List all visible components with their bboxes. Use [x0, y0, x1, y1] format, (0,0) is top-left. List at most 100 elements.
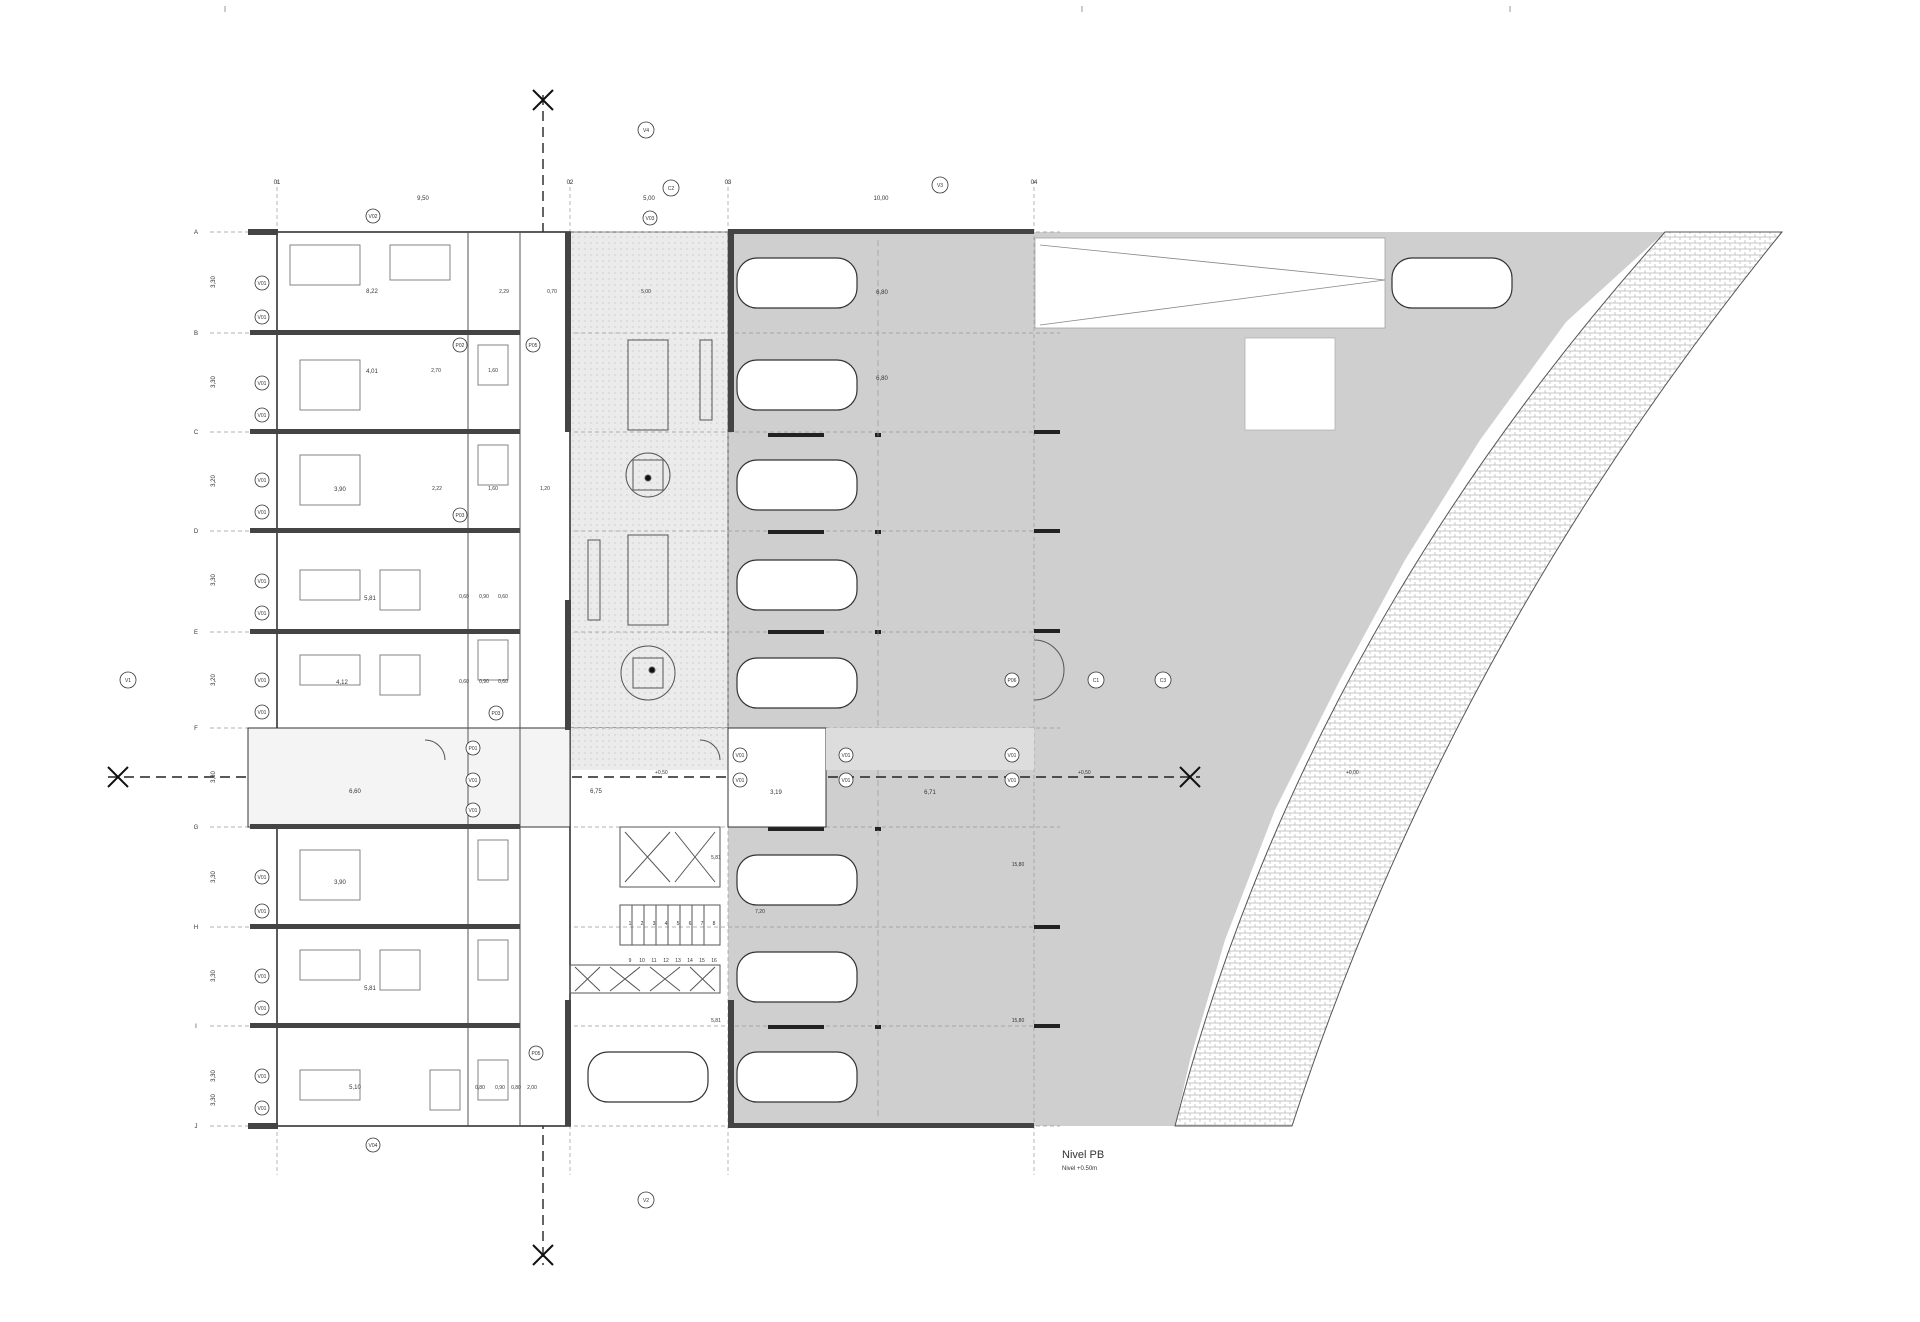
window-tag-label: P03: [456, 513, 465, 519]
section-marker-label: V4: [643, 128, 649, 134]
interior-dimension: 0,90: [495, 1085, 505, 1091]
row-height-dimension: 3,30: [211, 1094, 217, 1106]
parking-width-dimension: 6,80: [876, 290, 888, 296]
top-span-dimensions: 9,50 5,00 10,00: [417, 196, 889, 202]
window-tag-label: V01: [258, 315, 267, 321]
patio-planters: [587, 339, 713, 701]
level-mark: +0,00: [1346, 770, 1359, 776]
room-width-dimension: 8,22: [366, 289, 378, 295]
row-height-dimension: 3,20: [211, 674, 217, 686]
window-tag: V02: [365, 208, 381, 224]
car: [736, 257, 858, 309]
window-tag-label: V02: [369, 214, 378, 220]
stair-step-number: 13: [675, 958, 681, 964]
window-tag-label: P02: [456, 343, 465, 349]
window-tag-label: V01: [1008, 753, 1017, 759]
window-door-tags: V01V01V01V01V01V01V01V01V01V01V01V01V01V…: [254, 208, 1020, 1153]
level-mark: +0,50: [655, 770, 668, 776]
interior-dimension: 1,60: [488, 486, 498, 492]
row-axis-label: E: [194, 630, 198, 636]
window-tag-label: P03: [492, 711, 501, 717]
stair-step-number: 12: [663, 958, 669, 964]
row-axis-label: I: [195, 1024, 197, 1030]
level-subtitle: Nivel +0.50m: [1062, 1166, 1097, 1172]
car: [736, 359, 858, 411]
curved-paving-strip: [1174, 231, 1784, 1127]
room-width-dimension: 5,81: [364, 596, 376, 602]
window-tag: V01: [254, 504, 270, 520]
window-tag: V01: [838, 772, 854, 788]
row-height-dimension: 3,20: [211, 475, 217, 487]
window-tag: V03: [642, 210, 658, 226]
window-tag-label: V01: [258, 678, 267, 684]
stair-block: [569, 826, 721, 994]
window-tag-label: V01: [842, 753, 851, 759]
corridor-width-dimension: 6,71: [924, 790, 936, 796]
window-tag: P05: [528, 1045, 544, 1061]
interior-dimension: 0,60: [498, 679, 508, 685]
side-dimension: 7,20: [755, 909, 765, 915]
corridor-width-dimension: 3,19: [770, 790, 782, 796]
window-tag: V01: [254, 1000, 270, 1016]
section-marker-label: V3: [937, 183, 943, 189]
doors: [424, 639, 1065, 761]
column-axis-label: 02: [567, 180, 574, 186]
parking-width-dimension: 6,80: [876, 376, 888, 382]
section-marker-label: V1: [125, 678, 131, 684]
central-patio: [569, 231, 729, 770]
top-span-dimension: 5,00: [643, 196, 655, 202]
section-marker-label: V2: [643, 1198, 649, 1204]
window-tag: V01: [254, 375, 270, 391]
car: [1391, 257, 1513, 309]
interior-dimension: 2,29: [499, 289, 509, 295]
window-tag-label: P05: [529, 343, 538, 349]
stair-step-number: 2: [641, 921, 644, 927]
window-tag: P06: [1004, 672, 1020, 688]
room-width-dimension: 4,01: [366, 369, 378, 375]
stair-step-number: 1: [629, 921, 632, 927]
section-marker: C3: [1154, 671, 1172, 689]
stair-step-number: 5: [677, 921, 680, 927]
top-span-dimension: 9,50: [417, 196, 429, 202]
row-height-dimension: 3,30: [211, 970, 217, 982]
window-tag: V01: [254, 1068, 270, 1084]
row-axis-label: B: [194, 331, 198, 337]
room-width-dimension: 4,12: [336, 680, 348, 686]
stair-step-number: 6: [689, 921, 692, 927]
window-tag-label: V01: [258, 478, 267, 484]
row-height-dimension: 3,30: [211, 574, 217, 586]
window-tag: V01: [465, 802, 481, 818]
window-tag: V01: [254, 968, 270, 984]
room-width-dimensions: 8,224,013,905,814,126,603,905,815,10: [334, 289, 378, 1091]
corridor-width-dimensions: 6,713,196,75: [590, 789, 936, 796]
section-marker: V4: [637, 121, 655, 139]
window-tag-label: V01: [1008, 778, 1017, 784]
interior-dimension: 0,90: [479, 594, 489, 600]
window-tag-label: V01: [258, 281, 267, 287]
car: [736, 559, 858, 611]
window-tag-label: V01: [736, 753, 745, 759]
column-axis-label: 04: [1031, 180, 1038, 186]
window-tag: V01: [254, 903, 270, 919]
stair-step-number: 8: [713, 921, 716, 927]
window-tag: V01: [465, 772, 481, 788]
window-tag-label: V01: [258, 510, 267, 516]
interior-dimension: 0,60: [459, 679, 469, 685]
top-span-dimension: 10,00: [873, 196, 889, 202]
level-title: Nivel PB: [1062, 1149, 1104, 1161]
interior-dimension: 1,20: [540, 486, 550, 492]
room-width-dimension: 6,60: [349, 789, 361, 795]
interior-dimension: 2,70: [431, 368, 441, 374]
window-tag: V01: [254, 704, 270, 720]
stair-step-number: 9: [629, 958, 632, 964]
interior-dimension: 0,80: [475, 1085, 485, 1091]
window-tag-label: V04: [369, 1143, 378, 1149]
window-tag-label: V01: [469, 778, 478, 784]
interior-dimension: 1,60: [488, 368, 498, 374]
sheet-ticks: [224, 6, 1511, 12]
interior-dimension: 2,22: [432, 486, 442, 492]
